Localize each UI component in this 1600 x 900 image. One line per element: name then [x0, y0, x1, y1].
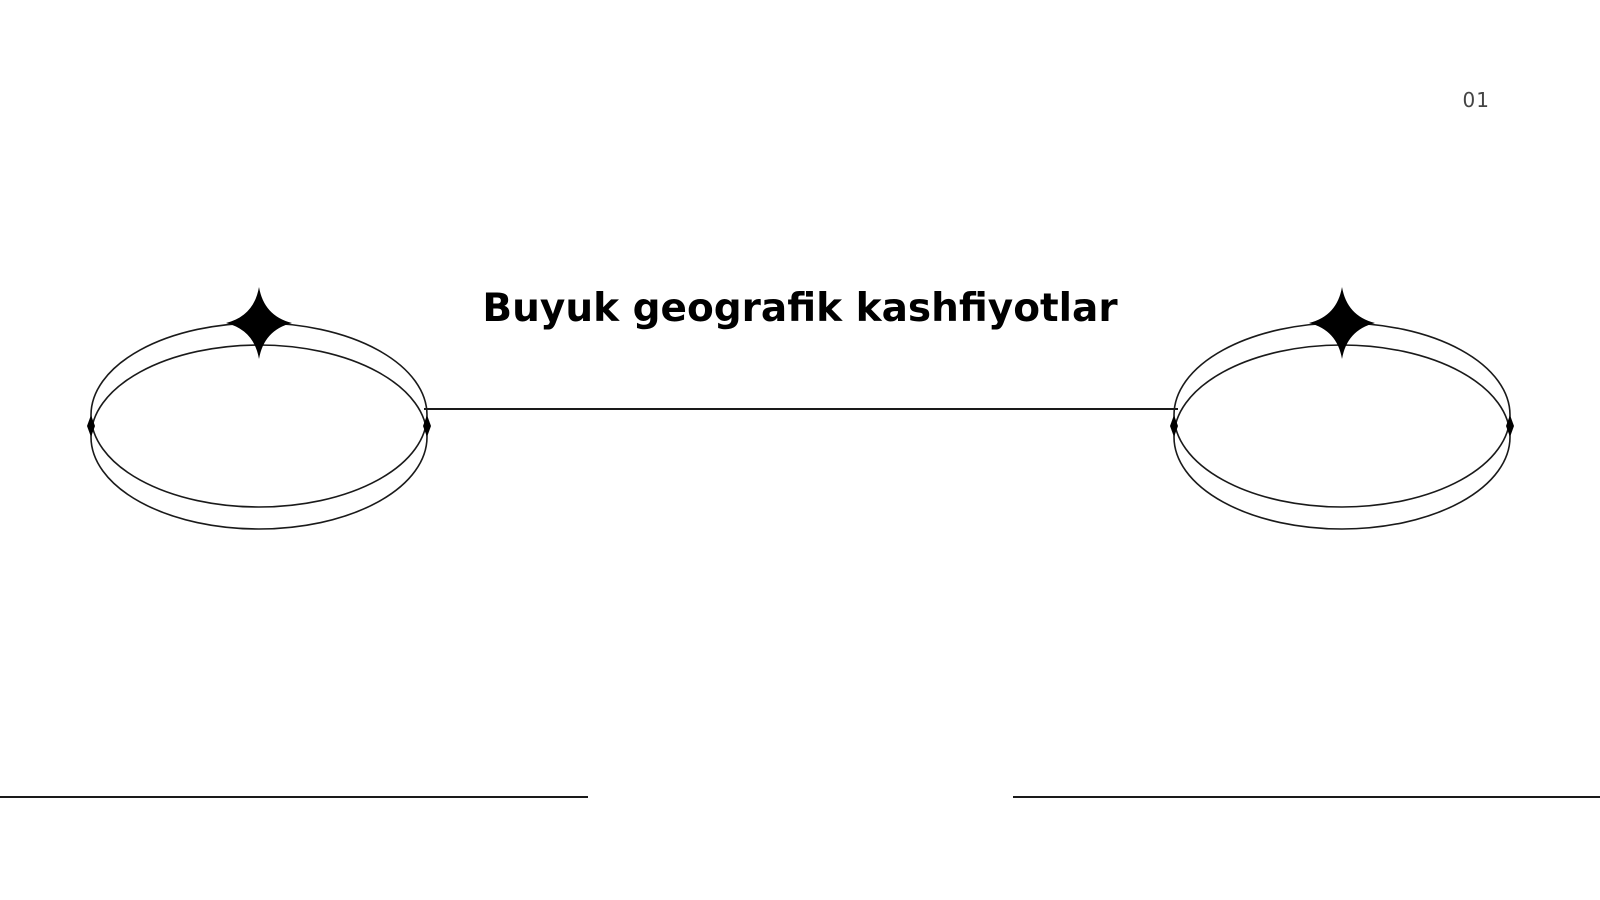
page-number: 01: [1462, 88, 1490, 112]
left-ring-joint-left-icon: [87, 415, 95, 437]
slide-title: Buyuk geografik kashfiyotlar: [482, 286, 1118, 331]
left-ring-joint-right-icon: [423, 415, 431, 437]
left-sparkle-icon: [226, 287, 292, 359]
right-ring-joint-left-icon: [1170, 415, 1178, 437]
right-ring-joint-right-icon: [1506, 415, 1514, 437]
right-sparkle-icon: [1309, 287, 1375, 359]
